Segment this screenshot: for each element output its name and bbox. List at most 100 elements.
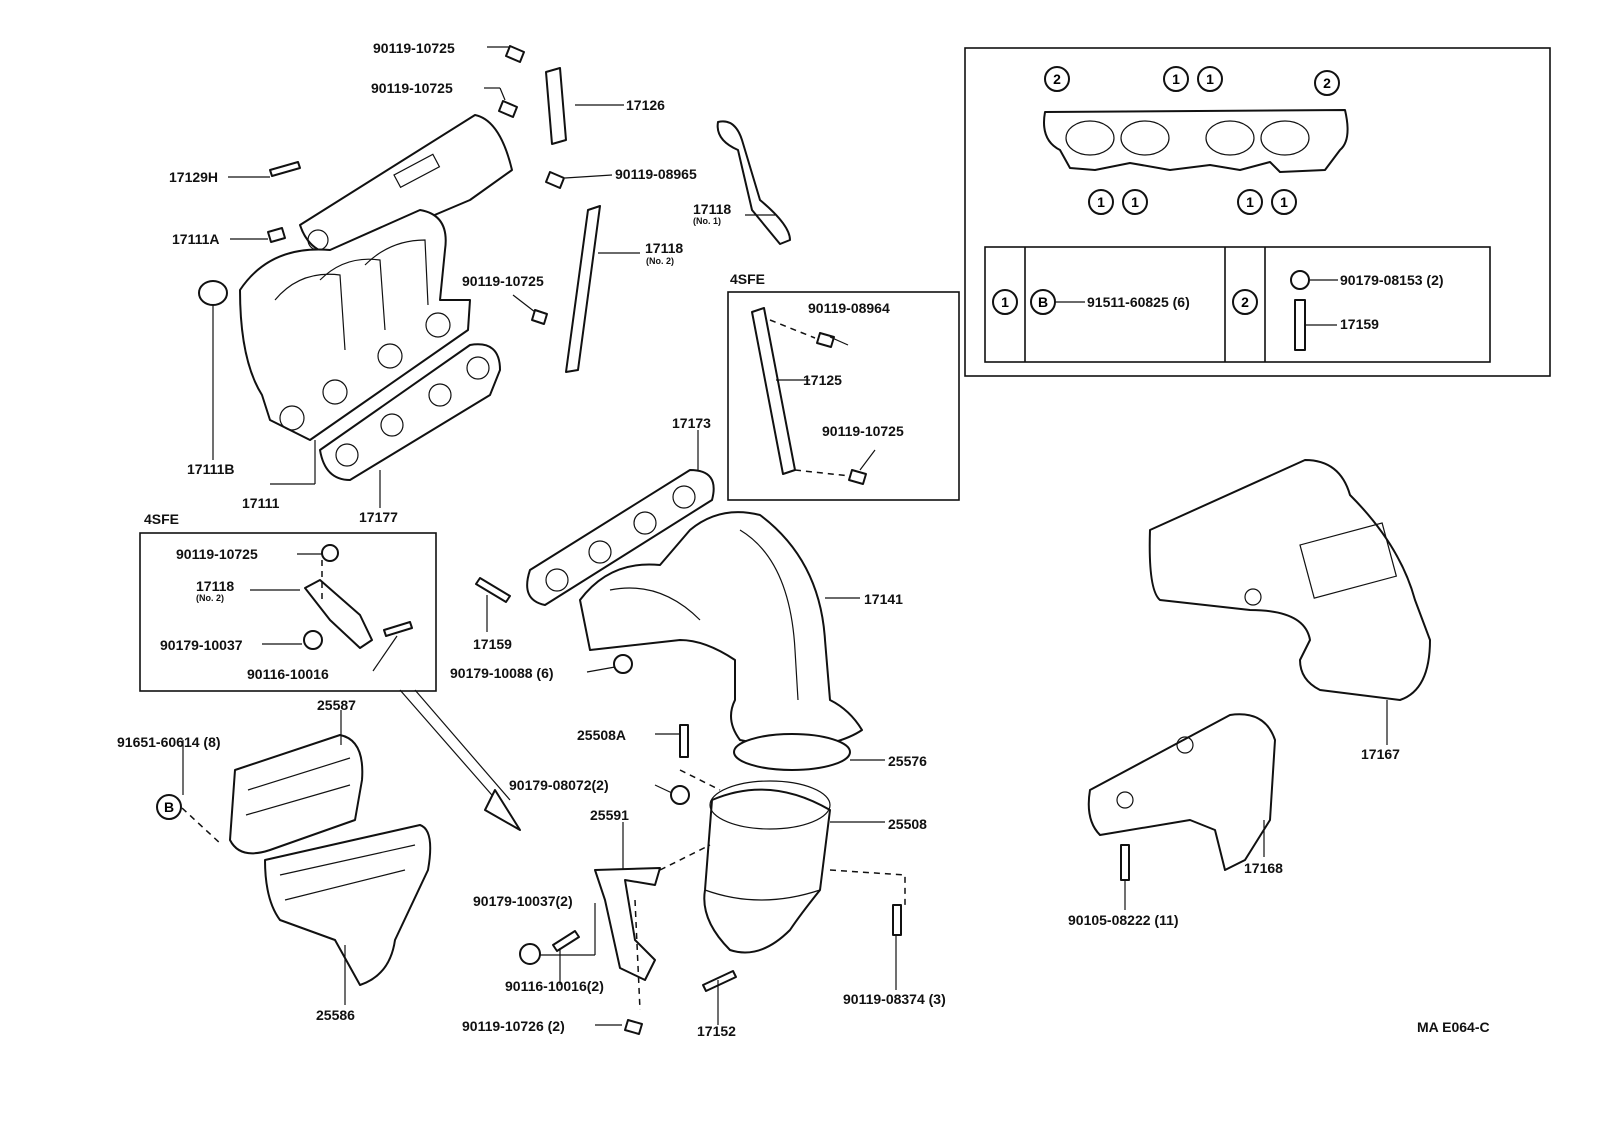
legend-callout-1: 1	[992, 289, 1018, 315]
diagram-code: MA E064-C	[1417, 1019, 1490, 1035]
label-90179-10088: 90179-10088 (6)	[450, 665, 554, 681]
label-17168: 17168	[1244, 860, 1283, 876]
label-17126: 17126	[626, 97, 665, 113]
gasket-25576	[733, 733, 851, 771]
inset-a-label-90116-10016: 90116-10016	[247, 666, 329, 682]
inset-a-label-90179-10037: 90179-10037	[160, 637, 243, 653]
label-17141: 17141	[864, 591, 903, 607]
converter-bracket	[594, 867, 661, 981]
leader-b	[181, 807, 223, 846]
ref-callout-1-bot-c: 1	[1237, 189, 1263, 215]
manifold-gasket	[319, 343, 501, 481]
label-90119-10725-c: 90119-10725	[462, 273, 544, 289]
heat-insulator-17168	[1087, 713, 1276, 871]
label-25587: 25587	[317, 697, 356, 713]
inset-a-title: 4SFE	[144, 511, 180, 527]
gasket-reference-drawing	[1043, 109, 1349, 173]
inset-a-label-no2: (No. 2)	[196, 593, 224, 603]
label-90105-08222: 90105-08222 (11)	[1068, 912, 1179, 928]
inset-a-label-17118: 17118	[196, 578, 235, 594]
ref-callout-2-right: 2	[1314, 70, 1340, 96]
inset-b-bolt-1	[816, 332, 835, 348]
inset-b-label-90119-08964: 90119-08964	[808, 300, 890, 316]
label-17173: 17173	[672, 415, 711, 431]
label-91651-60614: 91651-60614 (8)	[117, 734, 221, 750]
inset-b-label-17125: 17125	[803, 372, 842, 388]
label-90119-08374: 90119-08374 (3)	[843, 991, 946, 1007]
bolt-mid	[531, 309, 548, 325]
inset-a-label-90119-10725: 90119-10725	[176, 546, 258, 562]
legend-label-two-nut: 90179-08153 (2)	[1340, 272, 1444, 288]
inset-a-bolt	[321, 544, 339, 562]
stud-17152	[702, 970, 737, 992]
ref-callout-1-top-a: 1	[1163, 66, 1189, 92]
direction-arrow	[399, 689, 521, 831]
ref-callout-1-bot-d: 1	[1271, 189, 1297, 215]
stud-17159	[475, 577, 511, 603]
inset-b-stay	[751, 307, 796, 475]
inset-b-title: 4SFE	[730, 271, 766, 287]
legend-callout-b: B	[1030, 289, 1056, 315]
label-no2: (No. 2)	[646, 256, 674, 266]
label-17111a: 17111A	[172, 231, 220, 247]
legend-label-one-part: 91511-60825 (6)	[1087, 294, 1190, 310]
label-17111b: 17111B	[187, 461, 235, 477]
stud-90116-10016-2	[552, 930, 580, 952]
inset-4sfe-a-frame	[139, 532, 437, 692]
label-90119-08965: 90119-08965	[615, 166, 697, 182]
inset-a-nut	[303, 630, 323, 650]
label-17152: 17152	[697, 1023, 736, 1039]
leader-lines	[182, 46, 1388, 1026]
label-25508a: 25508A	[577, 727, 627, 743]
label-90179-10037-2: 90179-10037(2)	[473, 893, 573, 909]
catalytic-converter	[703, 780, 831, 954]
ref-callout-1-top-b: 1	[1197, 66, 1223, 92]
label-90116-10016-2: 90116-10016(2)	[505, 978, 604, 994]
label-25508: 25508	[888, 816, 927, 832]
label-17111: 17111	[242, 495, 280, 511]
ref-callout-1-bot-b: 1	[1122, 189, 1148, 215]
inset-4sfe-b-frame	[727, 291, 960, 501]
label-25591: 25591	[590, 807, 629, 823]
label-17177: 17177	[359, 509, 398, 525]
label-25576: 25576	[888, 753, 927, 769]
ref-callout-1-bot-a: 1	[1088, 189, 1114, 215]
lower-insulator-25587	[229, 734, 364, 855]
exhaust-gasket-17173	[526, 469, 715, 606]
legend-nut	[1290, 270, 1310, 290]
label-90119-10725-b: 90119-10725	[371, 80, 453, 96]
ring-gasket	[198, 280, 228, 306]
nut-90179-10037-2	[519, 943, 541, 965]
inset-b-label-90119-10725: 90119-10725	[822, 423, 904, 439]
bolt-90105-08222	[1120, 844, 1130, 881]
nut-90179-08072	[670, 785, 690, 805]
label-17167: 17167	[1361, 746, 1400, 762]
manifold-stay-17118-no2	[565, 205, 601, 373]
label-17118-no2: 17118	[645, 240, 684, 256]
label-17129h: 17129H	[169, 169, 219, 185]
heat-insulator-17167	[1148, 459, 1431, 701]
bolt-90119-10726	[624, 1019, 643, 1035]
label-17118-no1: 17118	[693, 201, 732, 217]
manifold-stay-17126	[545, 67, 567, 145]
callout-b-lower: B	[156, 794, 182, 820]
label-90119-10725-a: 90119-10725	[373, 40, 455, 56]
nut-90179-10088	[613, 654, 633, 674]
bolt-group-top	[267, 45, 565, 243]
label-90119-10726-2: 90119-10726 (2)	[462, 1018, 565, 1034]
inset-b-bolt-2	[848, 469, 867, 485]
label-17159: 17159	[473, 636, 512, 652]
ref-callout-2-left: 2	[1044, 66, 1070, 92]
reference-box-frame	[964, 47, 1551, 377]
label-25586: 25586	[316, 1007, 355, 1023]
front-exhaust-pipe	[579, 511, 863, 751]
inset-a-stud	[383, 621, 413, 637]
exhaust-manifold	[239, 209, 471, 441]
legend-label-two-stud: 17159	[1340, 316, 1379, 332]
lower-insulator-25586	[264, 824, 432, 986]
label-90179-08072: 90179-08072(2)	[509, 777, 609, 793]
stud-25508a	[679, 724, 689, 758]
legend-stud	[1294, 299, 1306, 351]
manifold-stay-17118-no1	[716, 120, 791, 245]
